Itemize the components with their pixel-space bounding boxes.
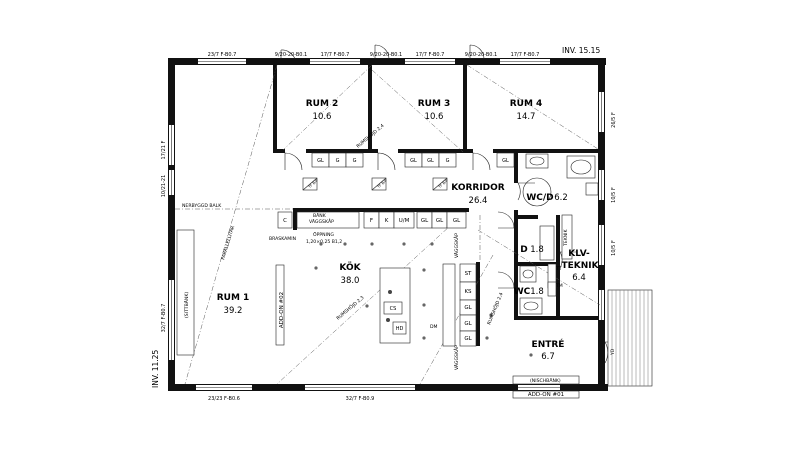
closet-rum2-2: G <box>336 158 340 164</box>
kitchen-col-5: GL <box>464 336 472 342</box>
braskamin-label: BRASKAMIN <box>269 236 296 242</box>
teknik-label: TEKNIK <box>563 228 569 247</box>
kitchen-col-2: KS <box>464 289 472 295</box>
bathroom-fixtures <box>519 153 599 315</box>
closet-rum2-1: GL <box>317 158 324 164</box>
dim-bottom-1: 23/23 F-B0.6 <box>208 396 240 402</box>
room-rum1-area: 39.2 <box>224 306 243 316</box>
room-korridor-area: 26.4 <box>469 196 488 206</box>
room-klv-area: 6.4 <box>572 273 586 283</box>
room-wcd-area: 6.2 <box>554 193 568 203</box>
room-kok-area: 38.0 <box>341 276 360 286</box>
addon02-label: ADD-ON #02 <box>279 292 285 328</box>
kitchen-row-2: K <box>385 218 389 224</box>
room-rum2-area: 10.6 <box>313 112 332 122</box>
interior-walls <box>273 65 598 346</box>
tt-label: TT <box>555 266 562 272</box>
inv-top-label: INV. 15.15 <box>562 46 600 55</box>
inv-left-label: INV. 11.25 <box>151 350 160 388</box>
kitchen-row <box>277 211 467 229</box>
tm-label: TM <box>555 283 563 289</box>
dm-label: DM <box>430 324 438 330</box>
room-rum4-name: RUM 4 <box>510 99 543 109</box>
oppning-label: ÖPPNING <box>313 231 334 238</box>
dim-left-1: 17/21 F <box>161 140 167 159</box>
kitchen-col-1: ST <box>465 271 472 277</box>
kitchen-col-4: GL <box>464 321 472 327</box>
rumshojd3-label: RUMSHÖJD 2,4 <box>485 291 504 325</box>
room-rum3-area: 10.6 <box>425 112 444 122</box>
room-rum2-name: RUM 2 <box>306 99 339 109</box>
nerbyggd-balk-label: NERBYGGD BALK <box>182 203 222 209</box>
dim-top-7: 17/7 F-B0.7 <box>511 52 540 58</box>
closet-rum2-3: G <box>353 158 357 164</box>
vaggskap1-label: VÄGGSKÅP <box>453 233 460 258</box>
kitchen-row-6: GL <box>453 218 461 224</box>
entry-area <box>176 229 653 399</box>
room-korridor-name: KORRIDOR <box>451 183 505 193</box>
kitchen-column <box>442 263 477 347</box>
room-klv-name: KLV- <box>568 249 590 259</box>
dim-bottom-2: 32/7 F-B0.9 <box>346 396 375 402</box>
dim-top-5: 17/7 F-B0.7 <box>416 52 445 58</box>
kitchen-island <box>275 264 411 346</box>
closet-labels: GL G G GL GL G GL <box>317 158 509 164</box>
tf-boxes <box>302 177 448 191</box>
dim-left-3: 32/7 F-B0.7 <box>161 304 167 333</box>
tf-label-3: TF B/P <box>437 178 450 189</box>
closet-rum3-3: G <box>446 158 450 164</box>
oppning-dim-label: 1,20×0,25 B1,2 <box>306 239 342 245</box>
braskamin-marker: C <box>283 218 287 224</box>
kitchen-col-3: GL <box>464 305 472 311</box>
dim-top-3: 17/7 F-B0.7 <box>321 52 350 58</box>
nischbank-label: (NISCHBÄNK) <box>530 377 561 384</box>
ceiling-lights <box>314 242 533 357</box>
dim-top-2: 9/20-20-B0.1 <box>275 52 307 58</box>
bank-label: BÄNK <box>313 212 327 219</box>
exterior-walls <box>168 58 608 391</box>
room-wc-area: 1.8 <box>530 287 544 297</box>
room-kok-name: KÖK <box>339 262 361 273</box>
closets <box>311 152 515 168</box>
vaggskap2-label: VÄGGSKÅP <box>453 345 460 370</box>
dim-top-4: 9/20-20-B0.1 <box>370 52 402 58</box>
yd-label: YD <box>610 348 616 356</box>
dim-left-2: 10/21-21 <box>161 175 167 198</box>
closet-rum4-1: GL <box>502 158 509 164</box>
vaggskap-label: VÄGGSKÅP <box>309 218 334 225</box>
room-d-area: 1.8 <box>530 245 544 255</box>
room-klv-name2: TEKNIK <box>561 261 599 271</box>
room-wcd-name: WC/D <box>526 193 553 203</box>
room-d-name: D <box>520 245 527 255</box>
closet-rum3-1: GL <box>410 158 417 164</box>
room-rum1-name: RUM 1 <box>217 293 250 303</box>
addon01-label: ADD-ON #01 <box>528 392 564 398</box>
tf-label-2: TF B/P <box>376 178 389 189</box>
parallellitar-label: PARALLELLITAR <box>220 225 236 261</box>
kitchen-row-5: GL <box>436 218 444 224</box>
room-entre-area: 6.7 <box>541 352 555 362</box>
room-wc-name: WC <box>514 287 531 297</box>
dim-top-6: 9/20-20-B0.1 <box>465 52 497 58</box>
kitchen-row-3: U/M <box>399 218 410 224</box>
dim-right-3: 10/5 F <box>611 240 617 256</box>
sittbank-label: (SITTBÄNK) <box>183 292 190 318</box>
hd-label: HD <box>396 326 404 332</box>
dim-right-2: 10/5 F <box>611 187 617 203</box>
kitchen-row-1: F <box>370 218 373 224</box>
dim-top-1: 23/7 F-B0.7 <box>208 52 237 58</box>
cs-label: CS <box>390 306 397 312</box>
tf-label-1: TF B/P <box>307 178 320 189</box>
dim-right-1: 26/5 F <box>611 112 617 128</box>
closet-rum3-2: GL <box>427 158 434 164</box>
room-entre-name: ENTRÉ <box>532 338 565 350</box>
room-rum4-area: 14.7 <box>517 112 536 122</box>
room-rum3-name: RUM 3 <box>418 99 451 109</box>
kitchen-row-4: GL <box>421 218 429 224</box>
